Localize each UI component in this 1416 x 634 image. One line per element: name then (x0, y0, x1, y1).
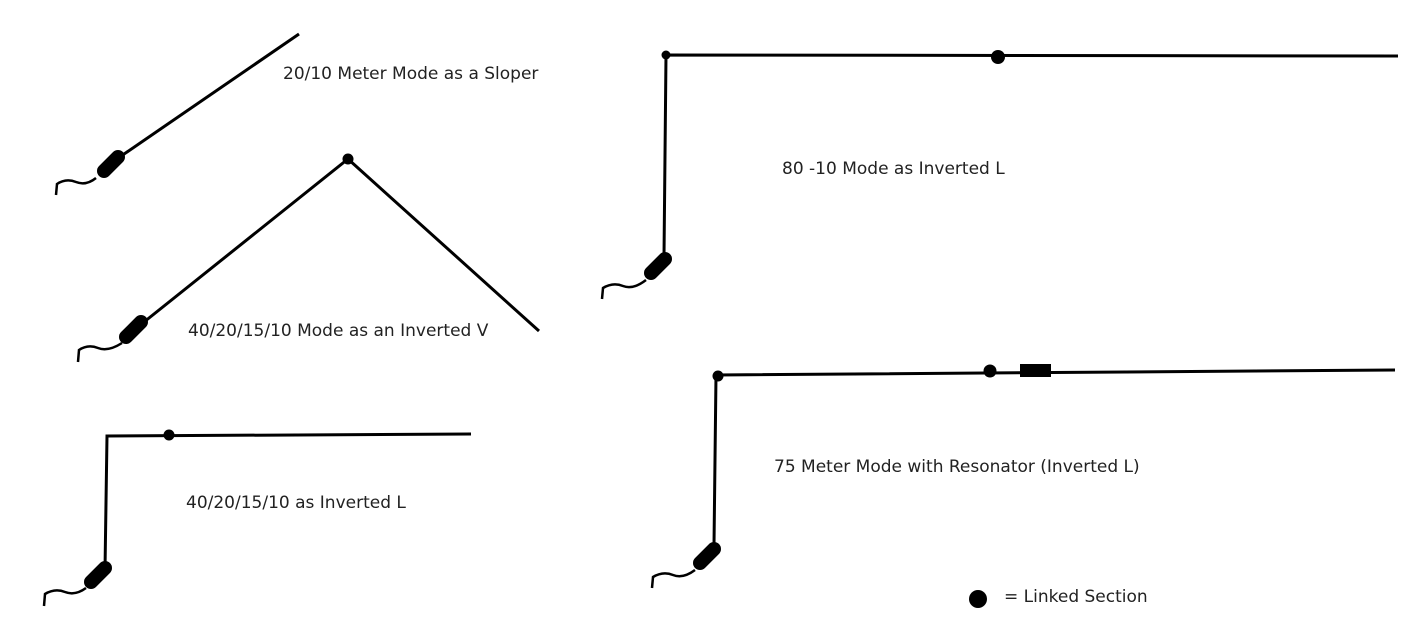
sloper-wire (110, 32, 300, 165)
inverted-l-small-feedline (42, 586, 87, 607)
inverted-l-75m-feedline (650, 568, 696, 589)
inverted-v-antenna: 40/20/15/10 Mode as an Inverted V (76, 153, 541, 363)
inverted-v-link-node (342, 153, 354, 165)
inverted-l-75m-insulator (693, 542, 721, 570)
inverted-l-small-insulator (84, 561, 112, 589)
inverted-l-small-label: 40/20/15/10 as Inverted L (186, 493, 406, 513)
inverted-l-80-10-corner-node (661, 50, 671, 60)
inverted-v-label: 40/20/15/10 Mode as an Inverted V (188, 321, 489, 341)
inverted-l-small-wire (103, 432, 472, 571)
legend-linked-section-dot (969, 590, 987, 608)
sloper-feedline (54, 177, 97, 196)
sloper-label: 20/10 Meter Mode as a Sloper (283, 64, 538, 84)
legend-label: = Linked Section (1004, 587, 1148, 607)
inverted-l-75m-link-node (983, 364, 997, 378)
sloper-insulator (97, 150, 125, 178)
inverted-l-75m-label: 75 Meter Mode with Resonator (Inverted L… (774, 457, 1140, 477)
inverted-l-80-10-antenna: 80 -10 Mode as Inverted L (600, 50, 1399, 300)
legend: = Linked Section (969, 587, 1148, 608)
inverted-l-small-link-node (163, 429, 175, 441)
inverted-l-80-10-insulator (644, 252, 672, 280)
inverted-l-80-10-link-node (991, 50, 1005, 64)
inverted-l-small-antenna: 40/20/15/10 as Inverted L (42, 429, 472, 607)
inverted-l-75m-antenna: 75 Meter Mode with Resonator (Inverted L… (650, 364, 1396, 589)
resonator-coil (1020, 364, 1051, 377)
inverted-l-80-10-feedline (600, 279, 647, 300)
inverted-v-insulator (119, 315, 148, 344)
sloper-antenna: 20/10 Meter Mode as a Sloper (54, 32, 538, 196)
inverted-l-80-10-label: 80 -10 Mode as Inverted L (782, 159, 1005, 179)
inverted-v-wire (133, 157, 541, 333)
inverted-v-feedline (76, 341, 123, 363)
inverted-l-80-10-wire (662, 53, 1399, 257)
inverted-l-75m-corner-node (712, 370, 724, 382)
